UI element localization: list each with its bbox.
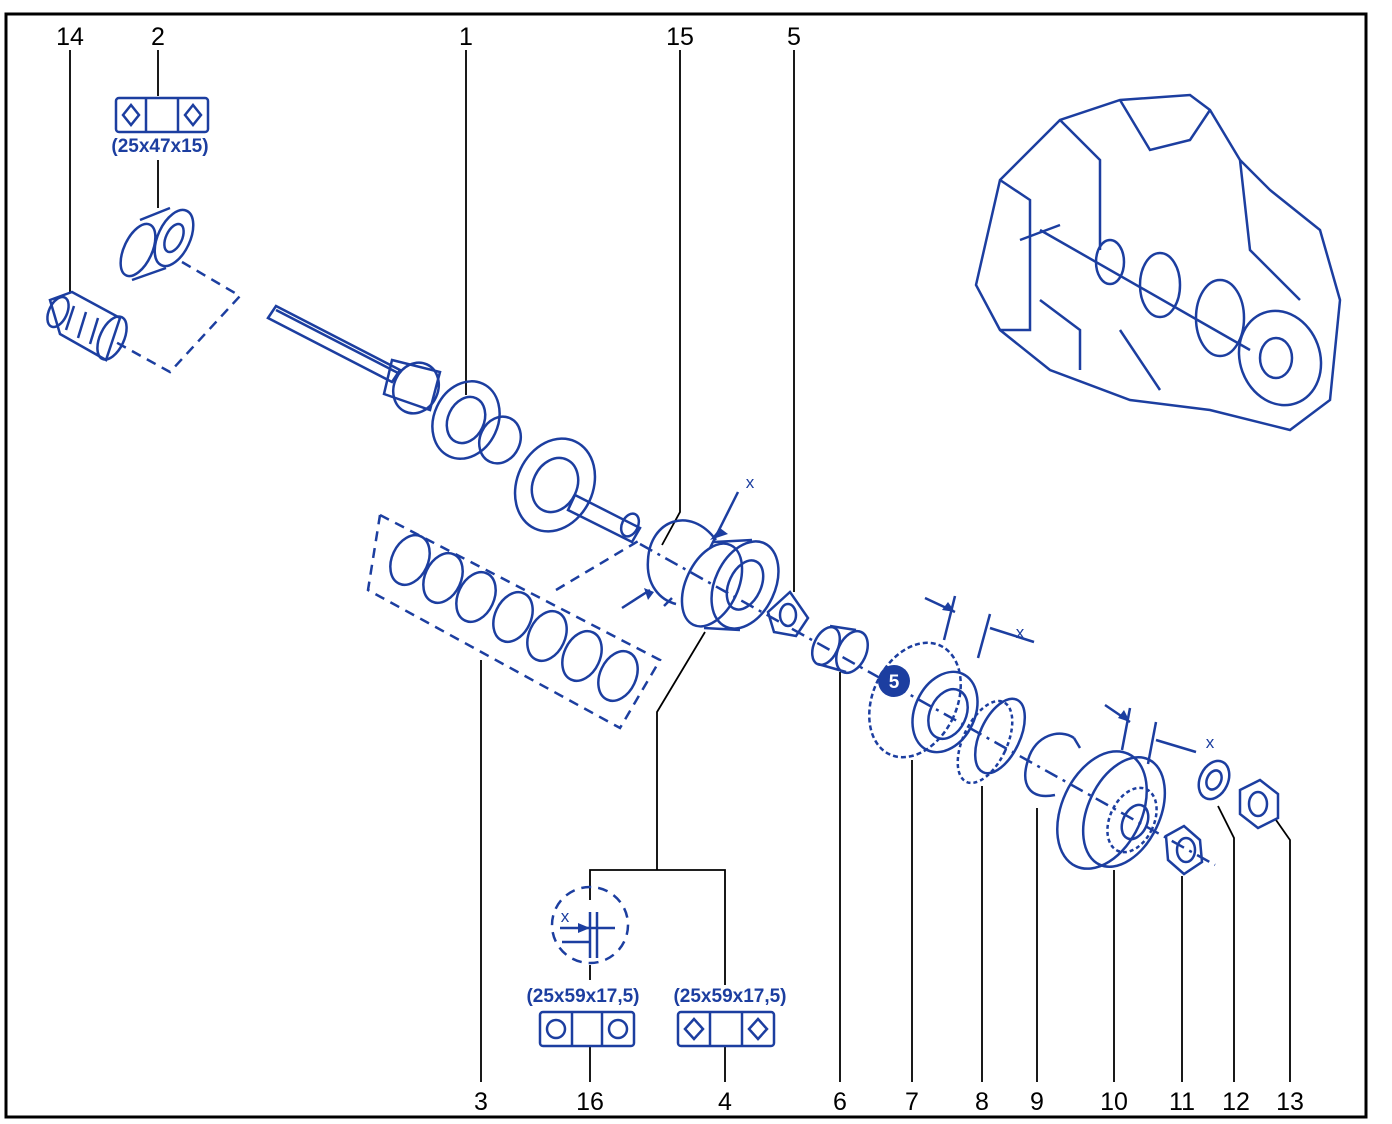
- main-bearing-4: [680, 538, 780, 632]
- circlip-15: [646, 519, 718, 607]
- synchro-hub-10: [1056, 750, 1167, 870]
- spec-label-2: (25x47x15): [111, 136, 208, 157]
- clearance-dimension-15: [621, 491, 740, 610]
- callout-11: 11: [1169, 1088, 1195, 1116]
- callout-7: 7: [905, 1088, 919, 1116]
- ball-bearing-2: [119, 206, 195, 282]
- clearance-x-10: x: [1206, 733, 1215, 752]
- clearance-x-detail: x: [561, 907, 570, 926]
- clearance-dimension-7: [924, 595, 1035, 659]
- clearance-x-7: x: [1016, 623, 1025, 642]
- clearance-x-15: x: [746, 473, 755, 492]
- input-shaft-1: [266, 304, 642, 544]
- callout-9: 9: [1030, 1088, 1044, 1116]
- callout-15: 15: [666, 23, 694, 51]
- fifth-gear-7: [868, 641, 979, 759]
- callout-8: 8: [975, 1088, 989, 1116]
- shim-set-3: [366, 513, 662, 730]
- callout-14-top: 14: [56, 23, 84, 51]
- callout-10: 10: [1100, 1088, 1128, 1116]
- clearance-detail-circle: [550, 885, 630, 965]
- callout-12: 12: [1222, 1088, 1250, 1116]
- callout-16: 16: [576, 1088, 604, 1116]
- clearance-dimension-10: [1104, 703, 1197, 765]
- bearing-symbol-4: [676, 1010, 776, 1048]
- synchro-ring-8: [956, 697, 1027, 785]
- bearing-symbol-16: [538, 1010, 636, 1048]
- spec-label-4: (25x59x17,5): [673, 986, 786, 1007]
- assembly-axis: [111, 260, 1216, 867]
- callout-1: 1: [459, 23, 473, 51]
- gear-badge-number: 5: [889, 672, 900, 693]
- thrust-plate-5: [766, 590, 810, 638]
- callout-13: 13: [1276, 1088, 1304, 1116]
- needle-cage-6: [810, 624, 869, 675]
- callout-6: 6: [833, 1088, 847, 1116]
- spec-label-16: (25x59x17,5): [526, 986, 639, 1007]
- frame-border: [4, 12, 1368, 1119]
- gear-badge: 5: [878, 665, 910, 697]
- leader-lines: [69, 50, 1291, 1082]
- needle-bearing-14: [46, 290, 128, 362]
- callout-5: 5: [787, 23, 801, 51]
- spring-9: [1024, 732, 1082, 798]
- hex-nut-13: [1238, 778, 1280, 830]
- bearing-symbol-2: [114, 96, 210, 134]
- callout-3: 3: [474, 1088, 488, 1116]
- callout-4: 4: [718, 1088, 732, 1116]
- hex-nut-11: [1164, 824, 1204, 876]
- callout-2: 2: [151, 23, 165, 51]
- lock-washer-12: [1197, 759, 1231, 801]
- gearbox-overview-illustration: [974, 93, 1342, 432]
